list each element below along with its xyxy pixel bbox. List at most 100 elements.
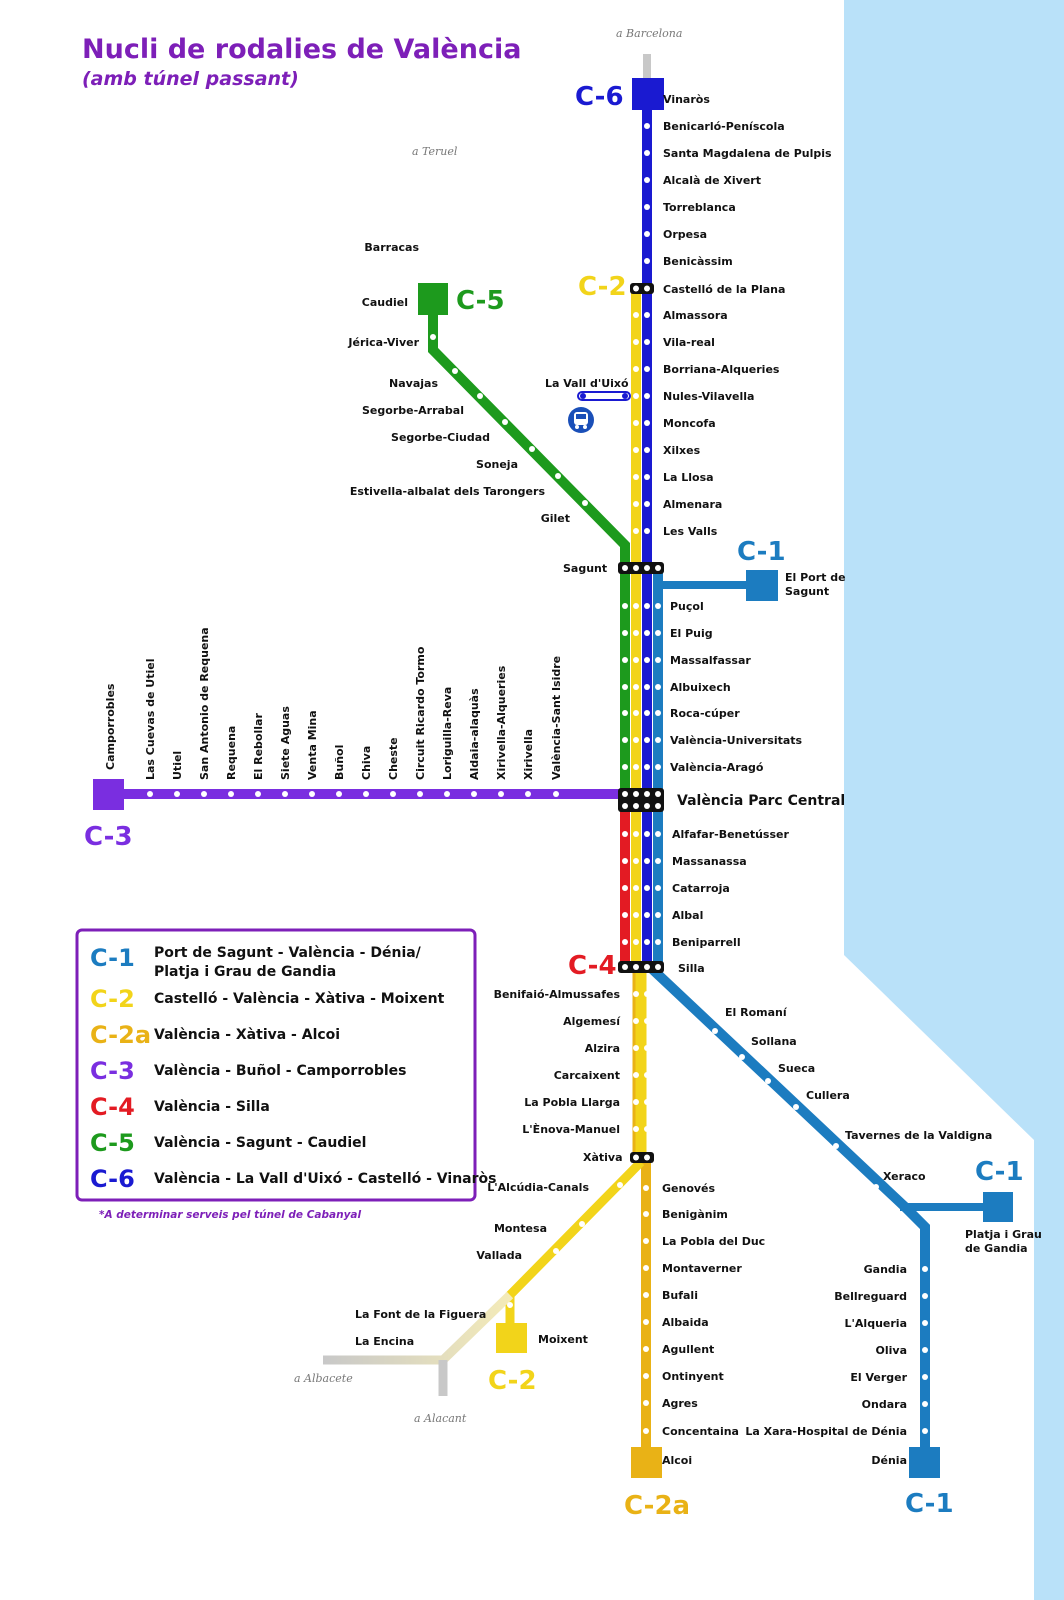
station-c6-north: Orpesa: [663, 228, 707, 241]
interchange-dot: [644, 285, 650, 292]
station-dot: [922, 1401, 928, 1407]
station-dot: [644, 312, 650, 318]
station-c2-south: La Pobla Llarga: [524, 1096, 620, 1109]
station-dot: [228, 791, 234, 797]
station-dot: [655, 858, 661, 864]
station-c2-moixent: L'Alcúdia-Canals: [487, 1181, 589, 1194]
station-dot: [502, 419, 508, 425]
station-dot: [655, 831, 661, 837]
station-dot: [147, 791, 153, 797]
station-c3: Utiel: [171, 751, 184, 780]
legend-text: València - La Vall d'Uixó - Castelló - V…: [154, 1171, 496, 1187]
station-dot: [644, 603, 650, 609]
terminal-vinaros: [632, 78, 664, 110]
station-dot: [644, 258, 650, 264]
station-dot: [633, 912, 639, 918]
station-platja-gandia-2: de Gandia: [965, 1242, 1028, 1255]
line-label-c5: C-5: [456, 286, 505, 316]
station-dot: [633, 764, 639, 770]
station-dot: [553, 1248, 559, 1254]
station-dot: [622, 630, 628, 636]
station-c1-coast: Xeraco: [883, 1170, 926, 1183]
station-dot: [644, 339, 650, 345]
station-c3: Xirivella-Alqueries: [495, 665, 508, 780]
station-dot: [633, 710, 639, 716]
station-dot: [622, 603, 628, 609]
station-dot: [644, 710, 650, 716]
station-dot: [644, 831, 650, 837]
station-c2a: Albaida: [662, 1316, 709, 1329]
station-dot: [644, 150, 650, 156]
station-dot: [633, 1018, 639, 1024]
station-c6-north: Alcalà de Xivert: [663, 174, 761, 187]
station-dot: [655, 885, 661, 891]
station-dot: [622, 737, 628, 743]
line-label-c3: C-3: [84, 822, 133, 852]
station-dot: [643, 1211, 649, 1217]
station-dot: [633, 603, 639, 609]
station-c5: Estivella-albalat dels Tarongers: [350, 485, 546, 498]
station-dot: [633, 939, 639, 945]
station-dot: [201, 791, 207, 797]
station-dot: [498, 791, 504, 797]
station-dot: [644, 501, 650, 507]
line-c1-gandia: [646, 963, 930, 1460]
station-dot: [833, 1143, 839, 1149]
map-title: Nucli de rodalies de València: [82, 34, 521, 65]
vall-uixo-branch: [577, 391, 631, 401]
terminal-platja-gandia: [983, 1192, 1013, 1222]
station-dot: [655, 684, 661, 690]
station-dot: [644, 1045, 650, 1051]
station-dot: [444, 791, 450, 797]
station-c3: Venta Mina: [306, 710, 319, 780]
station-dot: [644, 204, 650, 210]
station-dot: [174, 791, 180, 797]
station-core: Roca-cúper: [670, 707, 740, 720]
station-dot: [922, 1320, 928, 1326]
station-c1-denia: Gandia: [864, 1263, 907, 1276]
station-c1-denia: Bellreguard: [834, 1290, 907, 1303]
station-dot: [765, 1078, 771, 1084]
station-c6-north: Santa Magdalena de Pulpis: [663, 147, 832, 160]
station-dot: [643, 1185, 649, 1191]
station-dot: [363, 791, 369, 797]
station-dot: [430, 241, 436, 247]
station-dot: [633, 1099, 639, 1105]
station-dot: [525, 791, 531, 797]
station-dot: [633, 657, 639, 663]
station-c5: Jérica-Viver: [347, 336, 419, 349]
station-dot: [579, 1221, 585, 1227]
station-c2-albacete: La Font de la Figuera: [355, 1308, 486, 1321]
station-dot: [644, 657, 650, 663]
interchange-dot: [633, 791, 639, 797]
terminal-alcoi: [631, 1447, 662, 1478]
line-c2-to-albacete: [323, 1291, 514, 1365]
interchange-dot: [655, 964, 661, 970]
station-core: Massalfassar: [670, 654, 751, 667]
station-dot: [529, 446, 535, 452]
station-c2a: Benigànim: [662, 1208, 728, 1221]
station-c6-mid: Almassora: [663, 309, 728, 322]
station-dot: [633, 885, 639, 891]
interchange-dot: [622, 803, 628, 809]
station-c6-mid: Borriana-Alqueries: [663, 363, 780, 376]
station-c1-denia: Dénia: [871, 1454, 907, 1467]
station-dot: [655, 764, 661, 770]
station-c3: El Rebollar: [252, 713, 265, 780]
station-dot: [922, 1374, 928, 1380]
legend-text: Castelló - València - Xàtiva - Moixent: [154, 991, 445, 1007]
station-dot: [644, 447, 650, 453]
station-dot: [622, 393, 628, 399]
map-subtitle: (amb túnel passant): [82, 68, 299, 90]
station-c2a: Agres: [662, 1397, 698, 1410]
station-c3: San Antonio de Requena: [198, 627, 211, 780]
line-label-c2-moixent: C-2: [488, 1366, 537, 1396]
station-dot: [633, 474, 639, 480]
station-moixent: Moixent: [538, 1333, 588, 1346]
terminal-port-sagunt: [746, 570, 778, 601]
station-dot: [390, 791, 396, 797]
legend-text: València - Sagunt - Caudiel: [154, 1135, 366, 1151]
